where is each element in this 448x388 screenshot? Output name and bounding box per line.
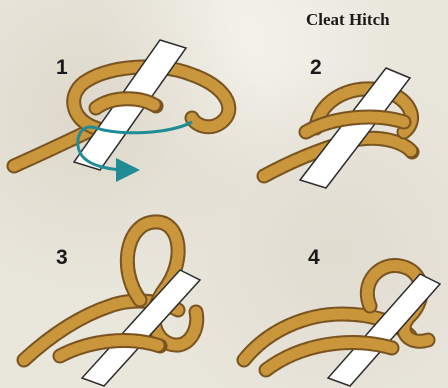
step-3-figure [24,222,200,386]
step-2-figure [264,68,412,188]
step-4-figure [244,265,440,386]
cleat-step-4 [328,274,440,386]
step-1-figure [14,40,229,170]
